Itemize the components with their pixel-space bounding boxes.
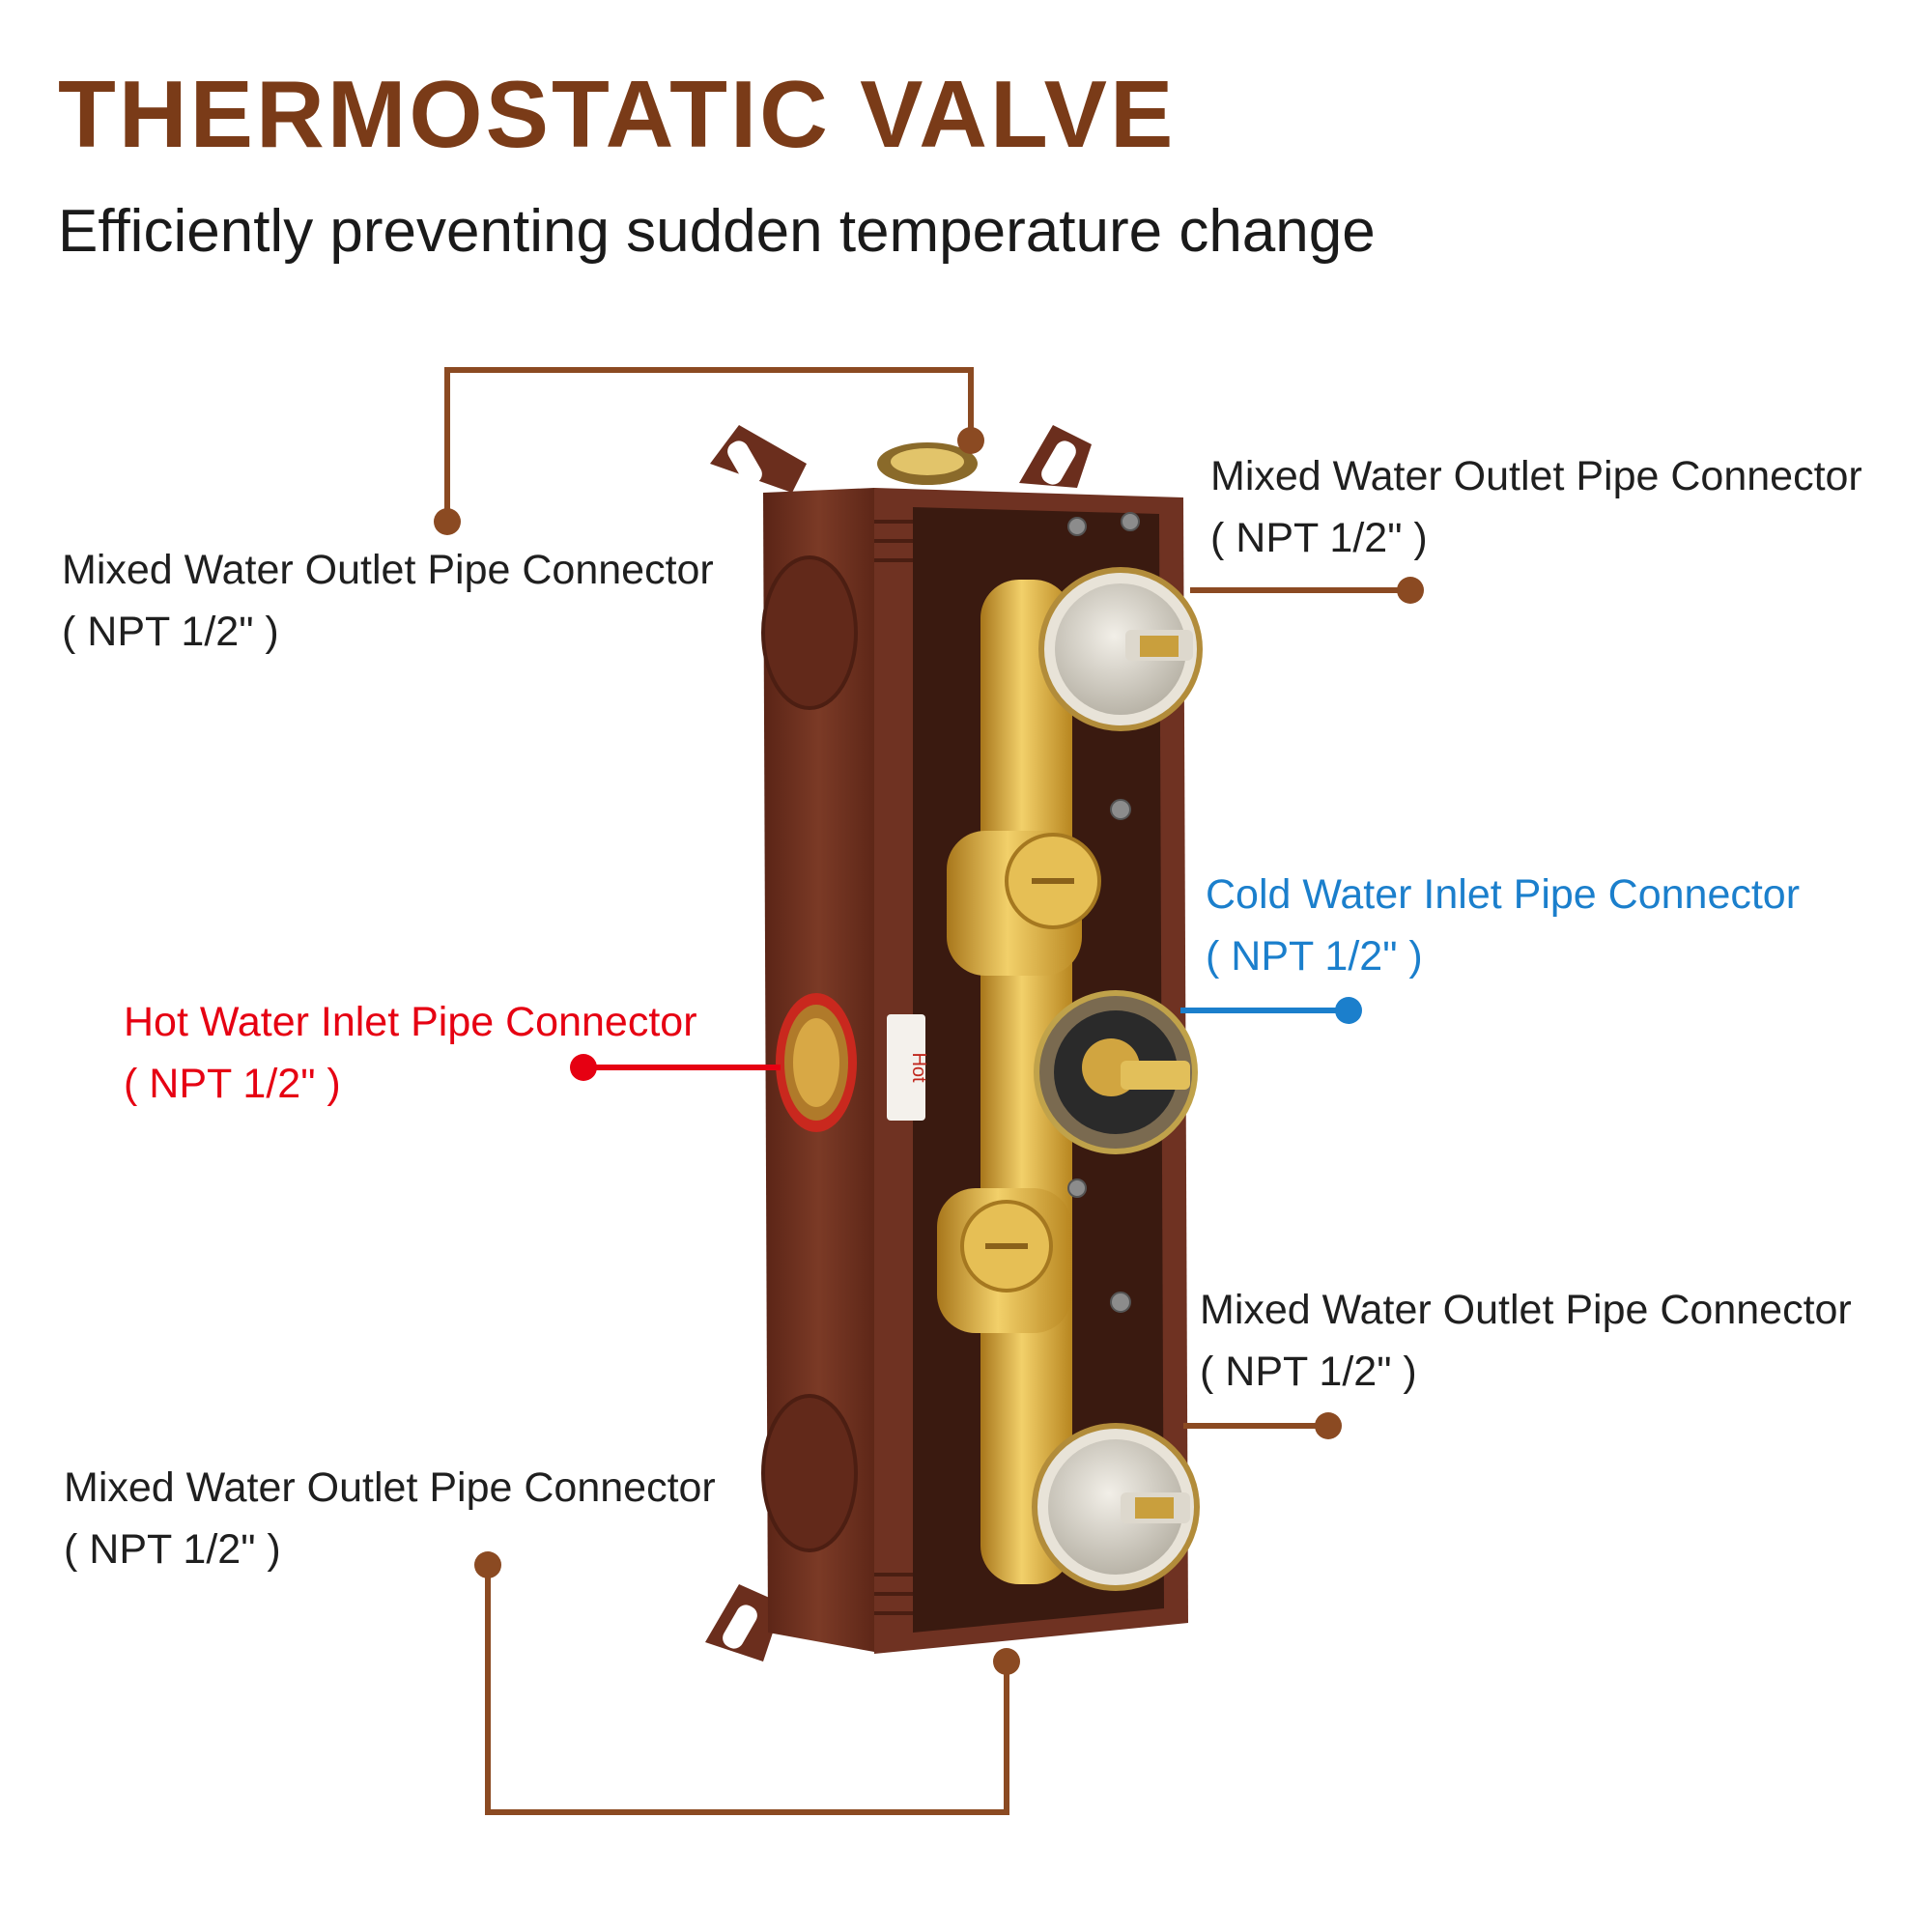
leader-dot-hot [570,1054,597,1081]
callout-top-left-name: Mixed Water Outlet Pipe Connector [62,547,714,593]
callout-top-left-spec: ( NPT 1/2" ) [62,609,279,655]
callout-hot-name: Hot Water Inlet Pipe Connector [124,999,697,1045]
leader-dot-bottom-left-end [993,1648,1020,1675]
top-outlet-port [877,442,978,485]
callout-cold-spec: ( NPT 1/2" ) [1206,933,1423,980]
side-knockout-upper [761,555,858,710]
callout-hot-inlet: Hot Water Inlet Pipe Connector ( NPT 1/2… [124,991,697,1115]
leader-dot-bottom-left-start [474,1551,501,1578]
leader-dot-top-left-start [434,508,461,535]
leader-dot-top-right [1397,577,1424,604]
hot-label-sticker: Hot [887,1014,929,1121]
callout-top-right-name: Mixed Water Outlet Pipe Connector [1210,453,1862,499]
box-ribs [874,520,913,1615]
hot-inlet-port [776,993,857,1132]
callout-top-right: Mixed Water Outlet Pipe Connector ( NPT … [1210,445,1862,569]
mounting-screws [1067,512,1140,1313]
page-title: THERMOSTATIC VALVE [58,61,1177,167]
side-knockout-lower [761,1394,858,1552]
callout-cold-name: Cold Water Inlet Pipe Connector [1206,871,1801,918]
callout-top-right-spec: ( NPT 1/2" ) [1210,515,1428,561]
page-subtitle: Efficiently preventing sudden temperatur… [58,198,1376,265]
callout-bottom-right-name: Mixed Water Outlet Pipe Connector [1200,1287,1852,1333]
leader-dot-cold [1335,997,1362,1024]
callout-bottom-right-spec: ( NPT 1/2" ) [1200,1349,1417,1395]
mounting-ear-bottom-left [705,1584,782,1662]
leader-bottom-left [485,1565,1009,1815]
mounting-ear-top-left [710,425,807,493]
brass-valve-body [937,580,1101,1584]
bottom-outlet-cartridge [1032,1423,1200,1591]
leader-dot-top-left-end [957,427,984,454]
callout-hot-spec: ( NPT 1/2" ) [124,1061,341,1107]
hot-sticker-text: Hot [908,1052,929,1083]
thermostatic-cartridge [1034,990,1198,1154]
callout-bottom-right: Mixed Water Outlet Pipe Connector ( NPT … [1200,1279,1852,1403]
callout-bottom-left-name: Mixed Water Outlet Pipe Connector [64,1464,716,1511]
callout-cold-inlet: Cold Water Inlet Pipe Connector ( NPT 1/… [1206,864,1800,987]
top-outlet-cartridge [1038,567,1203,731]
callout-bottom-left: Mixed Water Outlet Pipe Connector ( NPT … [64,1457,716,1580]
callout-top-left: Mixed Water Outlet Pipe Connector ( NPT … [62,539,714,663]
mounting-ear-top-right [1019,425,1092,488]
callout-bottom-left-spec: ( NPT 1/2" ) [64,1526,281,1573]
leader-top-left [444,367,974,522]
leader-dot-bottom-right [1315,1412,1342,1439]
